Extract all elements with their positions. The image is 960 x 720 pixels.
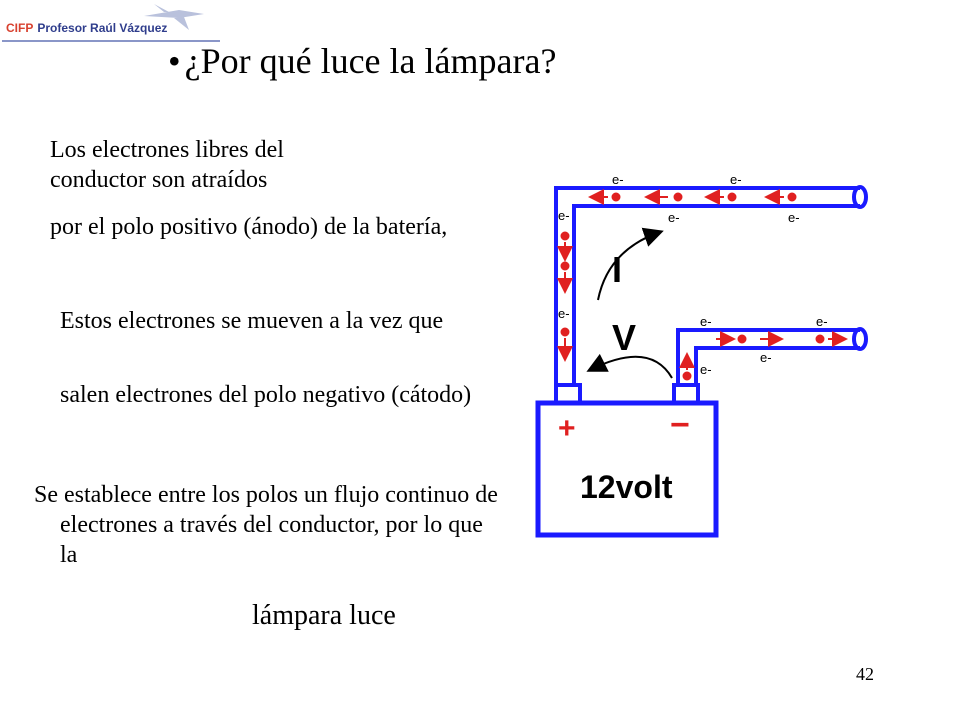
- left-conductor: [554, 185, 868, 385]
- negative-sign: −: [670, 406, 690, 444]
- current-label: I: [612, 249, 622, 290]
- voltage-arrow-icon: [586, 353, 673, 379]
- electron-label: e-: [816, 314, 828, 329]
- electron-label: e-: [668, 210, 680, 225]
- battery: [535, 400, 719, 538]
- battery-label: 12volt: [580, 469, 673, 505]
- electron-labels: e- e- e- e- e- e- e- e- e- e-: [558, 172, 828, 377]
- title-text: ¿Por qué luce la lámpara?: [184, 41, 557, 81]
- electron-label: e-: [558, 306, 570, 321]
- paragraph-2: por el polo positivo (ánodo) de la bater…: [50, 214, 448, 240]
- current-arrow-icon: [597, 227, 664, 301]
- paragraph-5: Se establece entre los polos un flujo co…: [34, 480, 504, 570]
- circuit-diagram: + − 12volt I V e- e- e- e- e- e- e- e- e…: [535, 172, 868, 538]
- slide-title: •¿Por qué luce la lámpara?: [168, 40, 556, 82]
- electron-label: e-: [612, 172, 624, 187]
- paragraph-5-text: Se establece entre los polos un flujo co…: [34, 482, 498, 568]
- logo-name: Profesor Raúl Vázquez: [37, 21, 168, 35]
- title-bullet: •: [168, 41, 181, 81]
- electrons-top-wire: [588, 189, 797, 205]
- electrons-right-wire: [679, 331, 848, 381]
- right-conductor: [676, 327, 868, 385]
- page-number: 42: [856, 664, 874, 684]
- electron-label: e-: [558, 208, 570, 223]
- voltage-label: V: [612, 317, 636, 358]
- positive-terminal: [554, 383, 582, 405]
- positive-sign: +: [558, 412, 576, 445]
- negative-terminal: [672, 383, 700, 405]
- electron-label: e-: [788, 210, 800, 225]
- logo: [4, 2, 224, 46]
- paragraph-3: Estos electrones se mueven a la vez que: [60, 308, 444, 334]
- electron-label: e-: [700, 362, 712, 377]
- electron-label: e-: [700, 314, 712, 329]
- logo-brand: CIFP: [6, 21, 34, 35]
- paragraph-4: salen electrones del polo negativo (cáto…: [60, 382, 472, 408]
- electron-label: e-: [760, 350, 772, 365]
- conclusion-text: lámpara luce: [252, 600, 396, 631]
- paragraph-1: Los electrones libres del conductor son …: [50, 137, 284, 193]
- airplane-logo-icon: [144, 4, 204, 30]
- logo-underline: [2, 40, 220, 42]
- electron-label: e-: [730, 172, 742, 187]
- electrons-left-wire: [557, 231, 573, 362]
